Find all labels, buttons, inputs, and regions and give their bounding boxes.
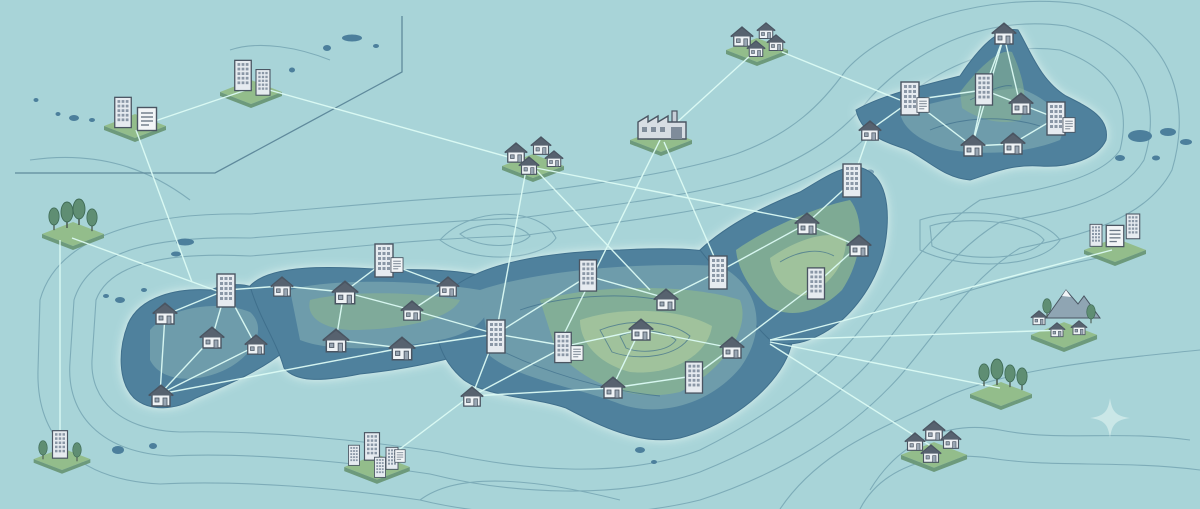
office-document-icon[interactable]	[916, 97, 930, 113]
territory-boundary	[15, 16, 403, 174]
office-tower-icon[interactable]	[255, 68, 271, 96]
bathymetry-contours	[29, 0, 1200, 509]
office-tower-icon[interactable]	[974, 73, 994, 106]
office-tower-icon[interactable]	[578, 259, 598, 292]
islets	[33, 34, 1192, 464]
office-tower-icon[interactable]	[708, 255, 728, 290]
office-document-icon[interactable]	[1105, 224, 1125, 248]
sparkle-icon	[1090, 398, 1130, 438]
office-document-icon[interactable]	[390, 257, 404, 273]
office-tower-icon[interactable]	[842, 163, 862, 198]
office-tower-icon[interactable]	[806, 267, 826, 300]
office-tower-icon[interactable]	[234, 59, 252, 92]
office-tower-icon[interactable]	[216, 273, 236, 308]
office-tower-icon[interactable]	[1046, 101, 1066, 136]
land-contours	[499, 85, 1041, 397]
office-document-icon[interactable]	[570, 345, 584, 361]
satellite-contents	[38, 22, 1141, 478]
office-tower-icon[interactable]	[554, 331, 572, 364]
office-document-icon[interactable]	[136, 106, 158, 132]
office-tower-icon[interactable]	[51, 430, 69, 459]
office-tower-icon[interactable]	[348, 444, 360, 466]
office-tower-icon[interactable]	[900, 81, 920, 116]
office-tower-icon[interactable]	[1125, 213, 1141, 240]
office-tower-icon[interactable]	[363, 431, 381, 461]
office-tower-icon[interactable]	[684, 361, 704, 394]
office-tower-icon[interactable]	[374, 456, 386, 478]
office-tower-icon[interactable]	[374, 243, 394, 278]
office-tower-icon[interactable]	[486, 319, 506, 354]
office-tower-icon[interactable]	[114, 96, 132, 129]
office-document-icon[interactable]	[394, 449, 406, 463]
office-document-icon[interactable]	[1062, 117, 1076, 133]
office-tower-icon[interactable]	[1089, 223, 1103, 247]
